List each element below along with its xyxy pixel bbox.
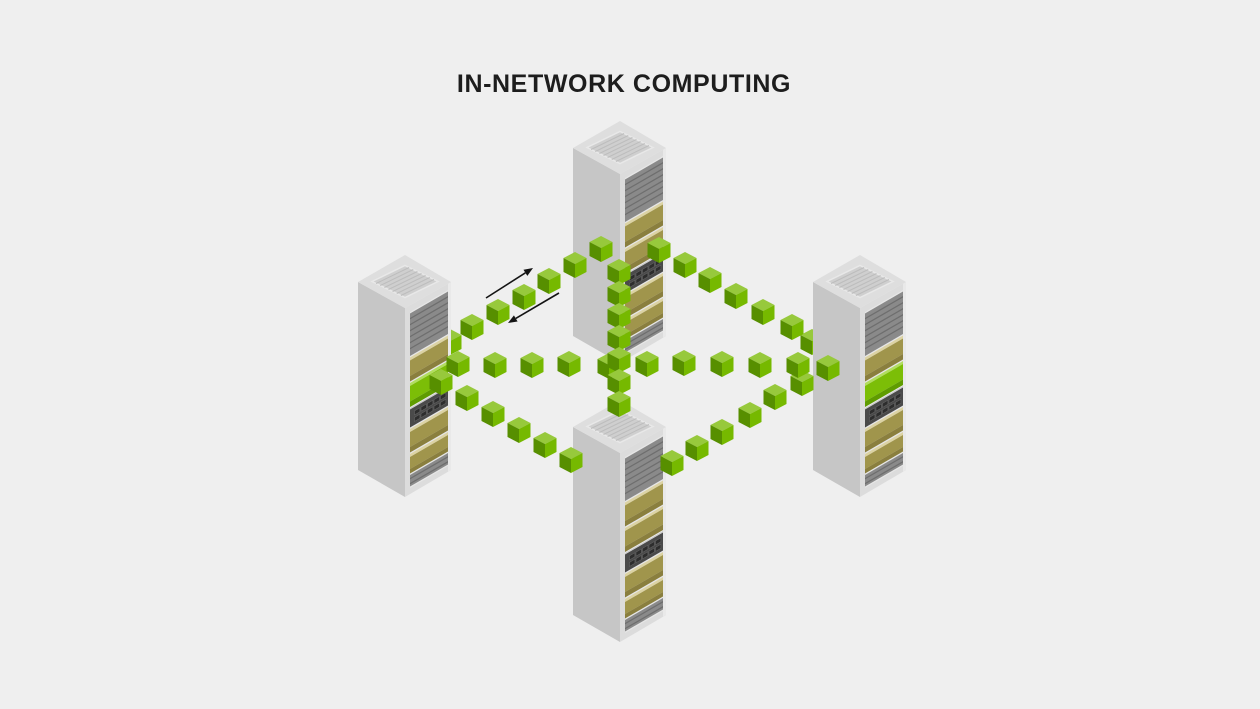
- arrow-to-top-rack: [485, 268, 533, 299]
- data-cube: [698, 267, 722, 293]
- arrow-from-top-rack: [508, 292, 560, 323]
- data-cube: [455, 385, 479, 411]
- data-cube: [673, 252, 697, 278]
- data-cube: [537, 268, 561, 294]
- data-cube: [738, 402, 762, 428]
- data-cube: [507, 417, 531, 443]
- data-cube: [483, 352, 507, 378]
- data-cube: [481, 401, 505, 427]
- data-cube: [780, 314, 804, 340]
- data-cube: [460, 314, 484, 340]
- flow-arrows-layer: [485, 268, 560, 323]
- edge-top-to-right: [647, 237, 804, 340]
- edge-bottom-to-right: [660, 370, 814, 476]
- data-cube: [763, 384, 787, 410]
- data-cube: [710, 351, 734, 377]
- data-cube: [751, 299, 775, 325]
- data-cube: [512, 284, 536, 310]
- data-cube: [635, 351, 659, 377]
- data-cube: [710, 419, 734, 445]
- data-cube: [685, 435, 709, 461]
- server-rack-bottom: [573, 400, 667, 642]
- data-cube: [557, 351, 581, 377]
- diagram-title: IN-NETWORK COMPUTING: [456, 70, 792, 98]
- data-cube: [748, 352, 772, 378]
- data-cube: [724, 283, 748, 309]
- data-cube: [672, 350, 696, 376]
- data-cube: [486, 299, 510, 325]
- data-cube: [520, 352, 544, 378]
- data-cube: [533, 432, 557, 458]
- edge-left-to-bottom: [455, 385, 583, 473]
